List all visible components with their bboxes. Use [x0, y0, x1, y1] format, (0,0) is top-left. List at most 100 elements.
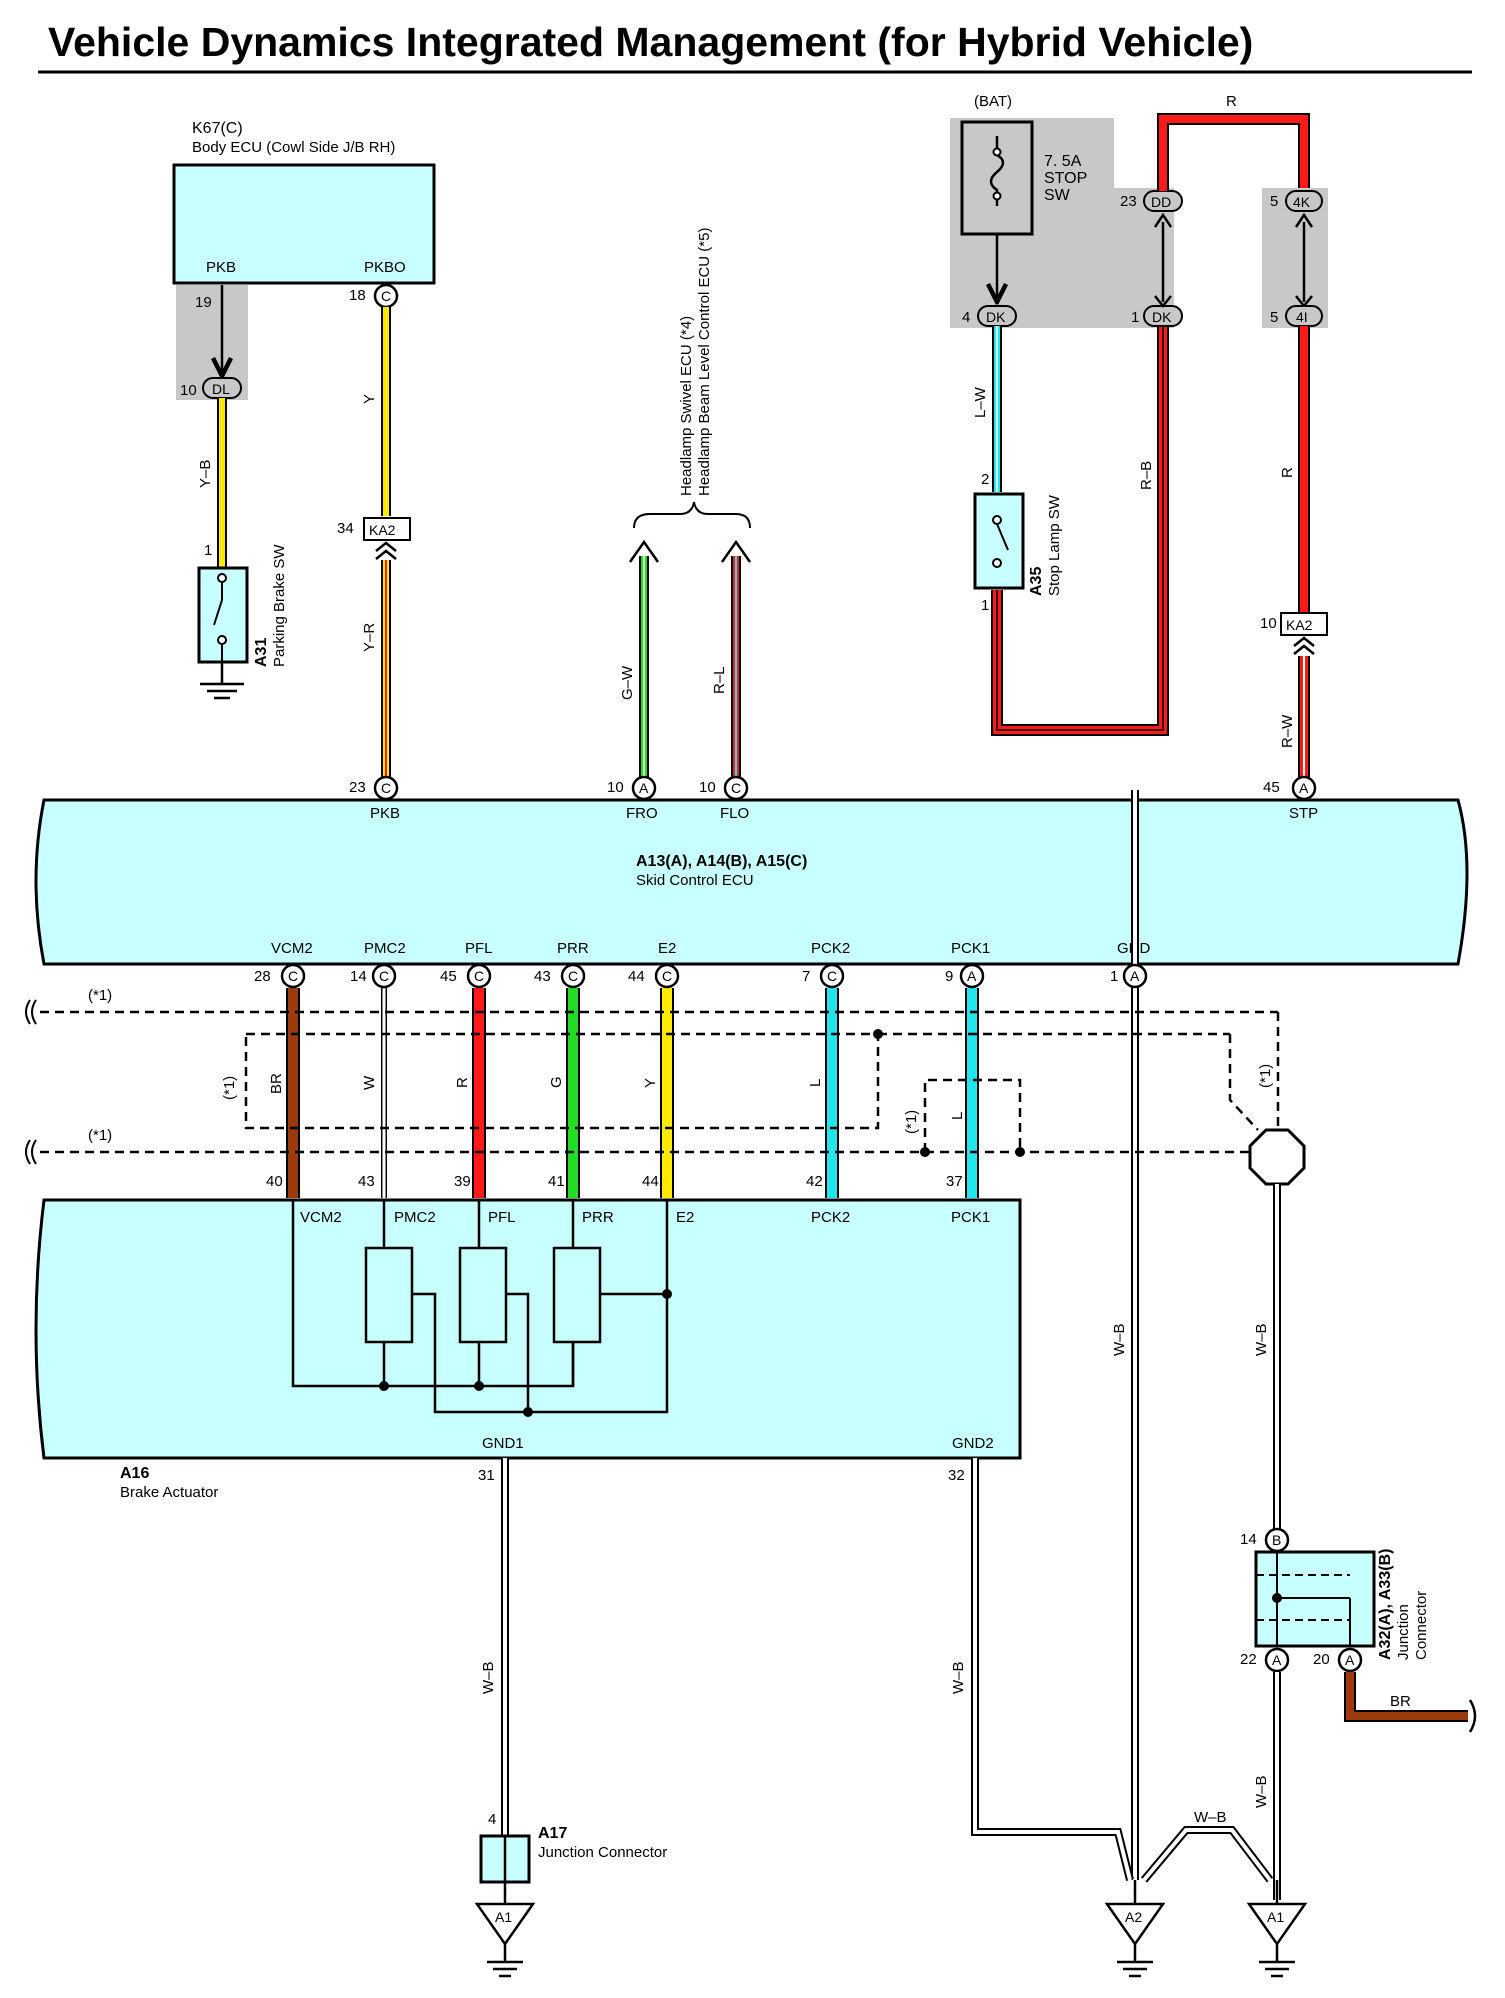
fuse-rating: 7. 5A: [1044, 153, 1082, 170]
shield-label-pck: (*1): [903, 1110, 920, 1134]
pin-10-ka2: 10: [1260, 615, 1277, 632]
splice-octagon: [1248, 1128, 1306, 1186]
wire-br-jc: [1346, 1672, 1468, 1720]
pin-4-a17: 4: [488, 1811, 496, 1828]
connector-a-20: [1337, 1647, 1363, 1673]
ground-a1-right-label: A1: [1267, 1909, 1284, 1925]
svg-text:45: 45: [1263, 779, 1280, 796]
ground-icon: [487, 1944, 523, 1978]
body-ecu-pin-pkb: PKB: [206, 259, 236, 276]
connector-4i-label: 4I: [1296, 309, 1308, 325]
svg-text:9: 9: [945, 968, 953, 985]
ecu-bottom-pins: 28 C 14 C 45 C 43 C 44 C 7 C 9 A 1 A: [254, 963, 1148, 989]
wire-label-wb-gnd2: W–B: [950, 1661, 967, 1694]
headlamp-brace: [633, 501, 751, 529]
body-ecu-id: K67(C): [192, 120, 243, 137]
body-ecu-box: [172, 163, 436, 285]
stop-lamp-sw-name: Stop Lamp SW: [1046, 494, 1063, 596]
svg-text:43: 43: [534, 968, 551, 985]
a32-name1: Junction: [1395, 1604, 1412, 1660]
wire-label-y: Y: [361, 394, 378, 404]
wire-label-wb-gnd1: W–B: [480, 1661, 497, 1694]
pin-10-dl: 10: [180, 382, 197, 399]
wire-label-g: G: [548, 1076, 565, 1088]
act-label-pmc2: PMC2: [394, 1209, 436, 1226]
svg-text:C: C: [381, 780, 391, 796]
ground-a2-label: A2: [1125, 1909, 1142, 1925]
act-pin-37: 37: [946, 1173, 963, 1190]
wire-label-br-jc: BR: [1390, 1693, 1411, 1710]
wire-label-l-pck2: L: [807, 1079, 824, 1087]
pin-20: 20: [1313, 1651, 1330, 1668]
ground-a2: [1104, 1902, 1166, 1947]
shield-label-top: (*1): [88, 987, 112, 1004]
wire-wb-gnd2: [973, 1458, 1132, 1881]
connector-ka2-right: [1280, 612, 1328, 636]
ecu-pin-name-e2: E2: [658, 940, 676, 957]
connector-dk-left-label: DK: [986, 309, 1006, 325]
pin-19: 19: [195, 294, 212, 311]
skid-ecu-id: A13(A), A14(B), A15(C): [636, 853, 807, 870]
connector-dk-right-label: DK: [1152, 309, 1172, 325]
svg-text:C: C: [662, 968, 672, 984]
bottom-wires: [286, 988, 979, 1198]
ecu-top-pin-flo: 10 C FLO: [699, 775, 749, 822]
wire-break-br: [1468, 1699, 1477, 1733]
brake-actuator-name: Brake Actuator: [120, 1484, 218, 1501]
actuator-internal-circuit: [291, 1200, 669, 1414]
stop-lamp-switch: [973, 492, 1025, 590]
act-label-gnd2: GND2: [952, 1435, 994, 1452]
brake-actuator-id: A16: [120, 1465, 149, 1482]
pin-1-sls: 1: [981, 597, 989, 614]
connector-dl-label: DL: [212, 381, 230, 397]
ecu-pin-name-vcm2: VCM2: [271, 940, 313, 957]
act-label-pck2: PCK2: [811, 1209, 850, 1226]
ground-a1-left: [474, 1902, 536, 1947]
svg-text:C: C: [827, 968, 837, 984]
act-label-vcm2: VCM2: [300, 1209, 342, 1226]
pin-18: 18: [349, 287, 366, 304]
shield-label-right: (*1): [1257, 1064, 1274, 1088]
headlamp-line2: Headlamp Beam Level Control ECU (*5): [696, 228, 713, 496]
connector-a-22: [1264, 1647, 1290, 1673]
svg-text:28: 28: [254, 968, 271, 985]
act-label-pck1: PCK1: [951, 1209, 990, 1226]
pin-23-dd: 23: [1120, 193, 1137, 210]
svg-text:FLO: FLO: [720, 805, 749, 822]
connector-ka2-right-label: KA2: [1286, 617, 1313, 633]
parking-brake-sw-id: A31: [253, 638, 270, 667]
body-ecu: K67(C) Body ECU (Cowl Side J/B RH) PKB P…: [172, 120, 436, 285]
ground-icon: [200, 662, 244, 700]
wire-label-lw: L–W: [972, 386, 989, 418]
wire-label-rw: R–W: [1279, 714, 1296, 748]
svg-text:A: A: [1130, 968, 1140, 984]
a17-id: A17: [538, 1825, 567, 1842]
svg-text:44: 44: [628, 968, 645, 985]
svg-text:10: 10: [699, 779, 716, 796]
arrow-fro: [628, 539, 660, 563]
a32-id: A32(A), A33(B): [1377, 1549, 1394, 1660]
stop-lamp-sw-id: A35: [1028, 567, 1045, 596]
wire-label-wb-gnd: W–B: [1111, 1323, 1128, 1356]
act-pin-39: 39: [454, 1173, 471, 1190]
junction-connector-a32: [1254, 1550, 1376, 1648]
svg-text:45: 45: [440, 968, 457, 985]
wire-label-l-pck1: L: [949, 1112, 966, 1120]
pin-22: 22: [1240, 1651, 1257, 1668]
wire-label-wb-cross: W–B: [1194, 1809, 1227, 1826]
shield-lines: [40, 1010, 1280, 1154]
connector-c-pkbo-label: C: [381, 288, 391, 304]
act-label-gnd1: GND1: [482, 1435, 524, 1452]
pin-14: 14: [1240, 1531, 1257, 1548]
connector-4k-label: 4K: [1293, 194, 1311, 210]
fuse-name2: SW: [1044, 187, 1071, 204]
pin-32: 32: [948, 1467, 965, 1484]
connector-ka2-top: [363, 517, 411, 541]
connector-4k: [1285, 190, 1323, 212]
wire-label-w: W: [361, 1075, 378, 1090]
ground-icon: [1259, 1944, 1295, 1978]
connector-b-label: B: [1272, 1532, 1281, 1548]
act-pin-40: 40: [266, 1173, 283, 1190]
ground-icon: [1117, 1944, 1153, 1978]
